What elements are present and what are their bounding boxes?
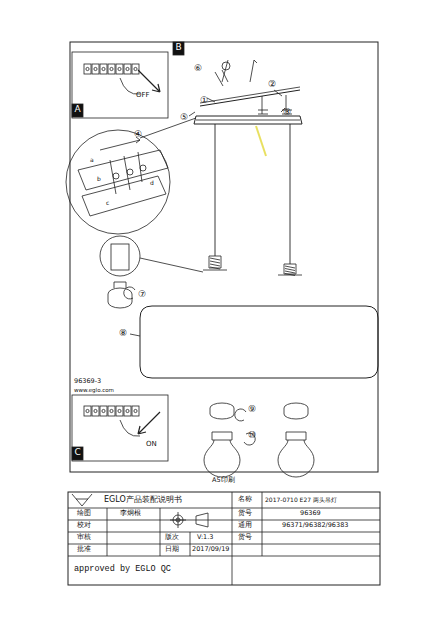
callout-number: ① <box>200 96 208 106</box>
terminal-screw <box>126 409 129 412</box>
terminal-block <box>84 406 91 416</box>
thread-line <box>285 266 295 268</box>
table-cell: 李炯根 <box>120 510 141 517</box>
callout-number: ② <box>268 80 276 90</box>
terminal-screw <box>134 409 137 412</box>
terminal-block <box>132 64 139 74</box>
table-cell: 批准 <box>77 546 91 553</box>
thread-line <box>285 269 295 271</box>
terminal-screw <box>118 409 121 412</box>
terminal-screw <box>126 67 129 70</box>
callout-number: ⑥ <box>194 64 202 74</box>
part-letter: d <box>150 180 154 187</box>
terminal-block <box>132 406 139 416</box>
table-cell: 名称 <box>238 496 252 503</box>
table-cell: 货号 <box>238 510 252 517</box>
thread-line <box>210 267 220 269</box>
step-letter: A <box>75 105 81 115</box>
thread-line <box>285 271 295 273</box>
terminal-block <box>124 64 131 74</box>
terminal-screw <box>86 409 89 412</box>
table-cell: 2017/09/19 <box>192 546 229 553</box>
terminal-screw <box>86 67 89 70</box>
table-cell: 绘图 <box>77 510 91 517</box>
thread-line <box>210 261 220 263</box>
step-letter: C <box>75 448 81 458</box>
approval-note: approved by EGLO QC <box>74 565 171 574</box>
terminal-block <box>116 64 123 74</box>
terminal-block <box>116 406 123 416</box>
callout-number: ④ <box>134 130 142 140</box>
terminal-screw <box>94 409 97 412</box>
terminal-screw <box>118 67 121 70</box>
terminal-screw <box>102 409 105 412</box>
part-letter: c <box>106 200 109 207</box>
terminal-screw <box>134 67 137 70</box>
terminal-screw <box>102 67 105 70</box>
table-cell: 96369 <box>300 510 321 517</box>
table-cell: V:1.3 <box>197 534 213 541</box>
table-cell: 日期 <box>165 546 179 553</box>
terminal-screw <box>110 67 113 70</box>
terminal-screw <box>110 409 113 412</box>
thread-line <box>285 274 295 276</box>
terminal-block <box>124 406 131 416</box>
callout-number: ⑩ <box>248 431 256 441</box>
terminal-block <box>108 64 115 74</box>
switch-label: ON <box>146 441 157 449</box>
callout-number: ⑧ <box>119 329 127 339</box>
terminal-screw <box>94 67 97 70</box>
thread-line <box>210 258 220 260</box>
table-cell: 审核 <box>77 534 91 541</box>
table-cell: EGLO产品装配说明书 <box>104 496 182 505</box>
switch-label: OFF <box>136 92 150 100</box>
model-code: 96369-3 <box>74 378 101 385</box>
terminal-block <box>108 406 115 416</box>
terminal-block <box>84 64 91 74</box>
table-cell: 96371/96382/96383 <box>282 522 348 529</box>
website: www.eglo.com <box>74 387 114 393</box>
table-cell: 校对 <box>77 522 91 529</box>
callout-number: ⑤ <box>180 113 188 123</box>
part-letter: b <box>97 176 101 183</box>
part-letter: a <box>90 157 94 164</box>
step-letter: B <box>176 43 182 53</box>
terminal-block <box>92 64 99 74</box>
table-cell: 版次 <box>165 534 179 541</box>
terminal-block <box>100 64 107 74</box>
table-cell: 2017-0710 E27 两头吊灯 <box>265 497 337 504</box>
print-note: A5印刷 <box>212 477 235 484</box>
callout-number: ⑦ <box>138 290 146 300</box>
table-cell: 货号 <box>238 534 252 541</box>
thread-line <box>210 264 220 266</box>
table-cell: 通用 <box>238 522 252 529</box>
callout-number: ③ <box>283 108 291 118</box>
terminal-block <box>100 406 107 416</box>
terminal-block <box>92 406 99 416</box>
callout-number: ⑨ <box>248 405 256 415</box>
